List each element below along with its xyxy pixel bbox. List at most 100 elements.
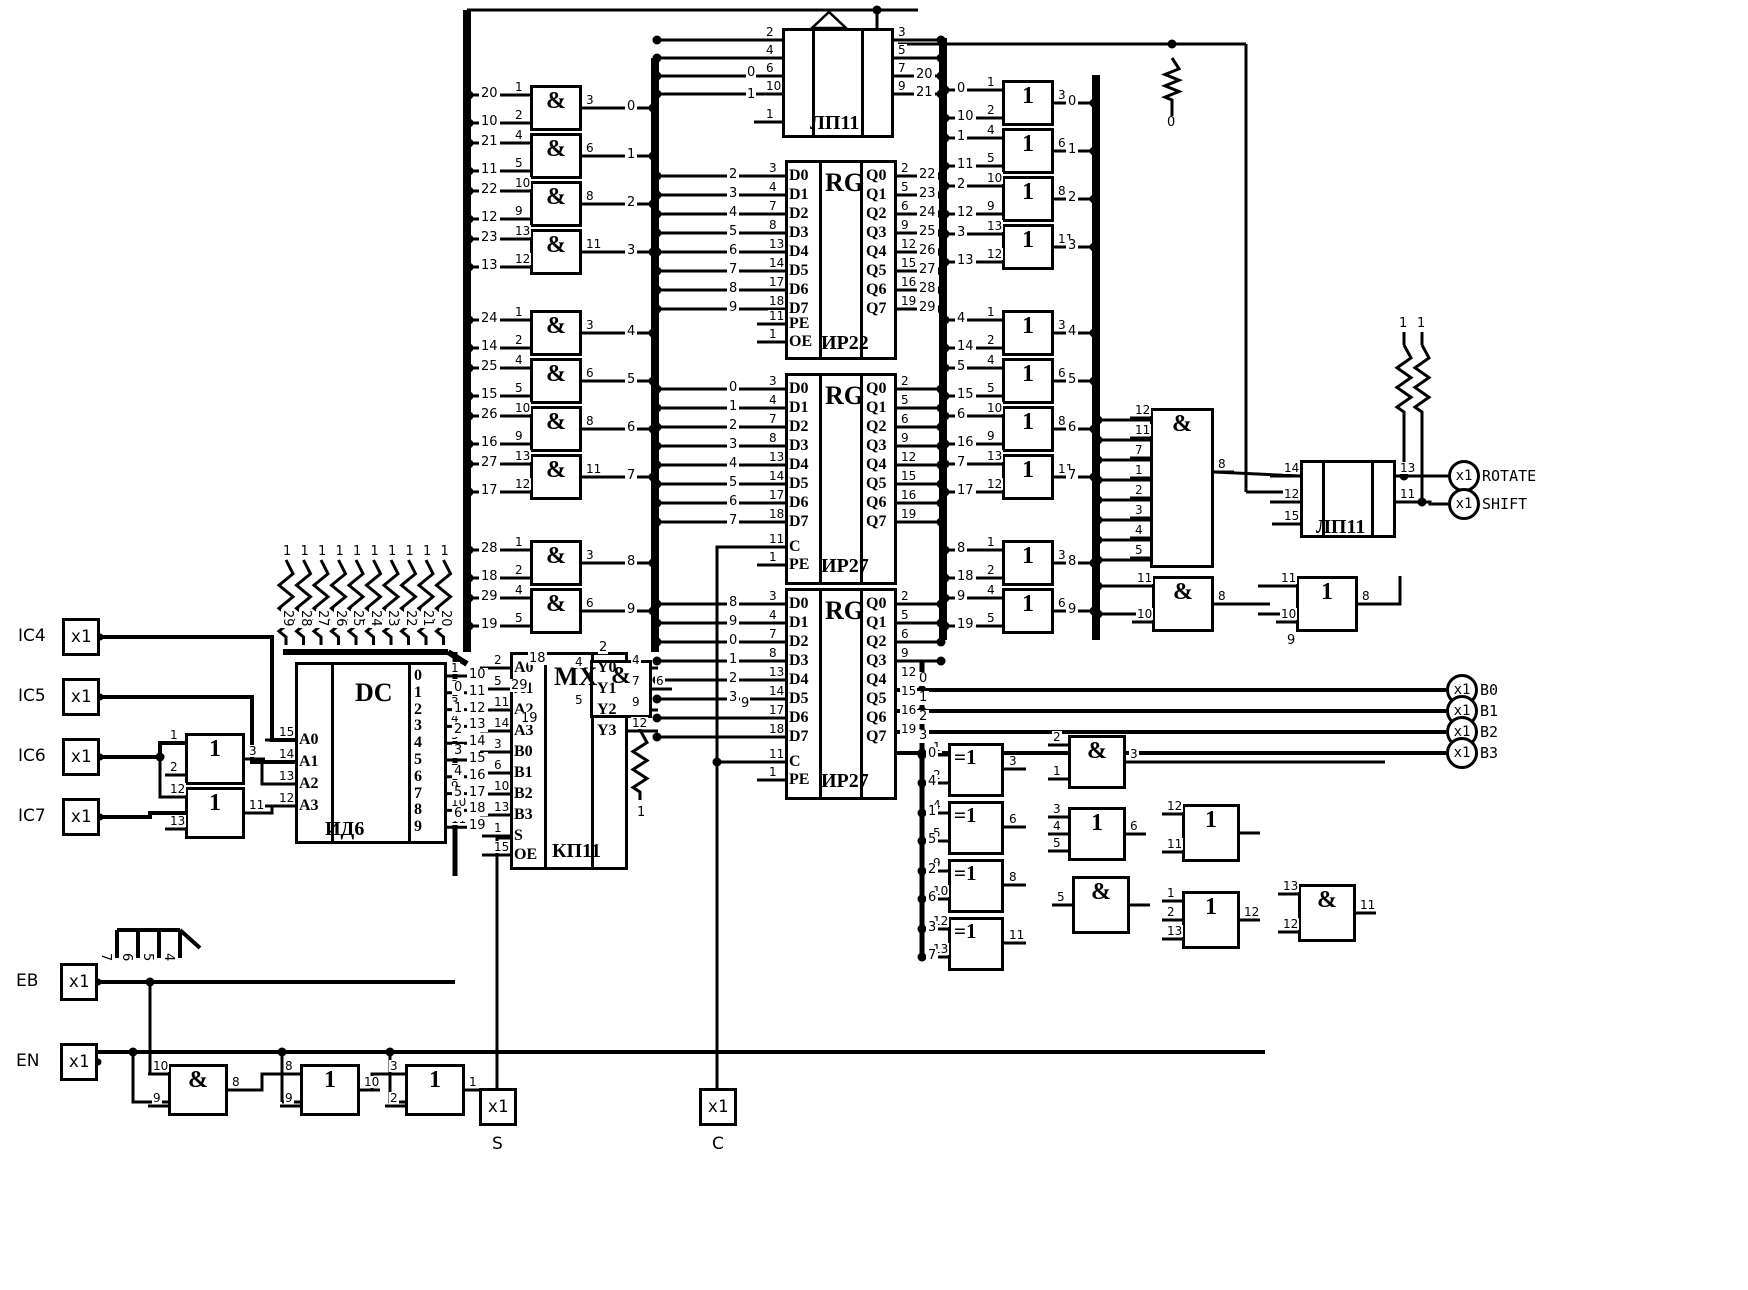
gate-symbol: & [546, 232, 566, 258]
pin-number: 2 [1134, 483, 1144, 497]
pin-number: 12 [514, 477, 532, 491]
pin-number: 6 [585, 366, 595, 380]
pin-number: 10 [1280, 607, 1298, 621]
block-pin-label-mx-B3: B3 [514, 806, 533, 823]
gate-symbol: & [1317, 887, 1337, 913]
pin-number: 3 [897, 25, 907, 39]
pin-number: 3 [1057, 88, 1067, 102]
pin-number: 2 [765, 25, 775, 39]
gate-symbol: & [546, 543, 566, 569]
pin-number: 2 [900, 589, 910, 603]
resistor-net-label: 27 [315, 609, 330, 628]
bus-bit-label: 2 [727, 418, 740, 433]
block-pin-label-mx-B0: B0 [514, 743, 533, 760]
block-rg1 [785, 160, 897, 360]
pin-number: 3 [768, 374, 778, 388]
pin-number: 1 [514, 80, 524, 94]
bus-bit-label: 19 [479, 617, 500, 632]
bus-bit-label: 5 [625, 372, 638, 387]
pin-number: 14 [768, 469, 786, 483]
bus-bit-label: 8 [727, 595, 740, 610]
block-pin-label-rg2-D1: D1 [789, 399, 809, 416]
bus-bit-label: 20 [914, 67, 935, 82]
pin-number: 1 [468, 1075, 478, 1089]
pin-number: 12 [1243, 905, 1261, 919]
block-pin-label-rg2-Q0: Q0 [866, 380, 887, 397]
block-pin-label-rg2-Q5: Q5 [866, 475, 887, 492]
block-pin-label-rg2-Q3: Q3 [866, 437, 887, 454]
resistor-net-label: 26 [332, 609, 348, 628]
block-pin-label-rg3-Q3: Q3 [866, 652, 887, 669]
pin-number: 14 [768, 256, 786, 270]
block-pin-label-rg1-D1: D1 [789, 186, 809, 203]
block-pin-label-rg1-D3: D3 [789, 224, 809, 241]
pin-number: 4 [765, 43, 775, 57]
bus-bit-label: 2 [926, 862, 939, 877]
block-pin-label-dc-1: 1 [414, 683, 422, 701]
pin-number: 6 [900, 627, 910, 641]
bus-bit-label: 0 [625, 99, 638, 114]
input-terminal-label-ic7: IC7 [18, 806, 46, 826]
bus-bit-label: 1 [452, 701, 465, 716]
bus-bit-label: 22 [479, 182, 500, 197]
pin-number: 3 [450, 695, 460, 708]
gate-symbol: 1 [1022, 361, 1034, 387]
pin-number: 9 [514, 204, 524, 218]
or-gate-or-eb2: 1 [405, 1064, 465, 1116]
annotation-label: 4 [161, 952, 176, 963]
pin-number: 3 [1129, 747, 1139, 761]
block-pin-label-rg3-Q5: Q5 [866, 690, 887, 707]
block-chip-rg2: ИР27 [821, 555, 869, 577]
pin-number: 3 [1134, 503, 1144, 517]
bus-bit-label: 3 [727, 186, 740, 201]
bus-bit-label: 13 [479, 258, 500, 273]
bus-bit-label: 12 [955, 205, 976, 220]
bus-bit-label: 23 [479, 230, 500, 245]
gate-symbol: & [546, 313, 566, 339]
resistor-net-label: 20 [437, 609, 453, 628]
pin-number: 4 [768, 608, 778, 622]
resistor-net-label: 21 [420, 609, 435, 628]
bus-bit-label: 25 [917, 224, 938, 239]
block-pin-label-rg3-D7: D7 [789, 728, 809, 745]
pullup-one-label: 1 [352, 544, 363, 559]
pin-number: 4 [986, 123, 996, 137]
block-divider [1322, 463, 1325, 535]
and-gate-and-brb: & [1072, 876, 1130, 934]
block-pin-label-rg3-PE: PE [789, 771, 810, 788]
pin-number: 6 [1008, 812, 1018, 826]
block-pin-label-rg2-C: C [789, 538, 801, 555]
bus-bit-label: 8 [1066, 554, 1079, 569]
block-divider [819, 163, 822, 357]
bus-bit-label: 19 [467, 818, 488, 834]
bus-bit-label: 26 [479, 407, 500, 422]
input-terminal-label-ic6: IC6 [18, 746, 46, 766]
pin-number: 4 [1134, 523, 1144, 537]
pin-number: 1 [169, 728, 179, 742]
pin-number: 11 [248, 798, 266, 812]
pin-number: 5 [900, 608, 910, 622]
pin-number: 1 [1052, 764, 1062, 778]
or-gate: 1 [1002, 454, 1054, 500]
bus-bit-label: 11 [955, 157, 976, 172]
bus-bit-label: 1 [1066, 142, 1079, 157]
pin-number: 2 [514, 333, 524, 347]
bus-bit-label: 0 [727, 633, 740, 648]
annotation-label: 7 [98, 952, 113, 963]
pin-number: 13 [1282, 879, 1300, 893]
block-chip-rg3: ИР27 [821, 770, 869, 792]
pin-number: 9 [897, 79, 907, 93]
pin-number: 11 [585, 462, 603, 476]
pin-number: 14 [278, 747, 296, 761]
pin-number: 8 [284, 1059, 294, 1073]
or-gate: 1 [1002, 540, 1054, 586]
pin-number: 3 [1057, 548, 1067, 562]
or-gate: 1 [1002, 406, 1054, 452]
pin-number: 13 [768, 665, 786, 679]
pin-number: 15 [900, 469, 918, 483]
pin-number: 5 [1056, 890, 1066, 904]
block-title-dc: DC [355, 678, 393, 707]
annotation-label: 9 [740, 696, 751, 711]
pin-number: 4 [514, 128, 524, 142]
bus-bit-label: 2 [625, 195, 638, 210]
